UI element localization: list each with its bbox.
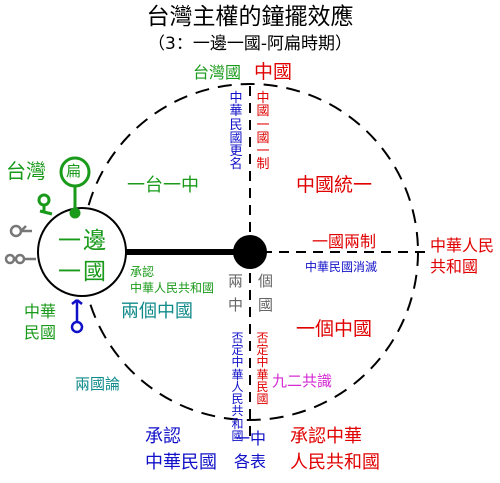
label-country: 國 <box>258 296 274 314</box>
label-one-china: 一個中國 <box>296 318 373 340</box>
pendulum-bob <box>37 207 127 297</box>
label-prc-small: 中華人民共和國 <box>130 281 215 296</box>
label-one-country-two-systems: 一國兩制 <box>312 232 377 251</box>
label-two-states-theory: 兩國論 <box>75 375 121 393</box>
label-1992-consensus: 九二共識 <box>272 372 333 390</box>
label-china: 中國 <box>254 61 293 83</box>
label-two: 兩 <box>228 272 244 290</box>
label-prc: 中華人民共和國 <box>430 236 495 276</box>
label-one-side-one-country: 一邊一國 <box>58 228 108 285</box>
pivot-dot <box>233 235 267 269</box>
label-deny-roc: 否定中華民國 <box>256 331 269 407</box>
page-title: 台灣主權的鐘擺效應 <box>146 4 354 30</box>
label-recognize-prc-bottom-2: 人民共和國 <box>290 452 380 473</box>
label-taiwan-country: 台灣國 <box>193 63 242 82</box>
label-each-interpretation: 各表 <box>234 452 267 471</box>
blue-symbol-icon <box>70 299 84 334</box>
label-one-taiwan-one-china: 一台一中 <box>127 175 199 196</box>
label-one-china-bottom: 一中 <box>234 429 267 448</box>
label-bian: 扁 <box>66 162 82 180</box>
label-each: 個 <box>258 272 274 290</box>
label-middle: 中 <box>228 296 244 314</box>
label-recognize-prc-bottom-1: 承認中華 <box>290 426 362 447</box>
label-recognize-small: 承認 <box>130 265 155 279</box>
label-deny-prc-top: 否定中華人民共和國 <box>231 331 244 443</box>
label-roc-bottom: 中華民國 <box>145 452 217 473</box>
label-roc-renamed: 中華民國更名 <box>229 91 243 173</box>
label-recognize-bottom: 承認 <box>145 426 181 447</box>
label-china-unification: 中國統一 <box>296 174 373 196</box>
label-roc-abolished: 中華民國消滅 <box>305 260 378 274</box>
label-roc: 中華民國 <box>24 302 57 342</box>
small-green-person-icon <box>37 193 53 216</box>
gray-double-symbol-icon <box>4 253 36 265</box>
label-recognize-prc-small: 承認 中華人民共和國 <box>130 264 230 296</box>
label-china-one-country-one-system: 中國一國一制 <box>256 91 270 173</box>
page-subtitle: （3：一邊一國-阿扁時期） <box>148 34 352 54</box>
label-taiwan: 台灣 <box>6 159 46 183</box>
gray-male-symbol-icon <box>9 224 32 238</box>
bian-person-icon <box>59 156 91 219</box>
label-two-chinas: 兩個中國 <box>121 301 193 322</box>
